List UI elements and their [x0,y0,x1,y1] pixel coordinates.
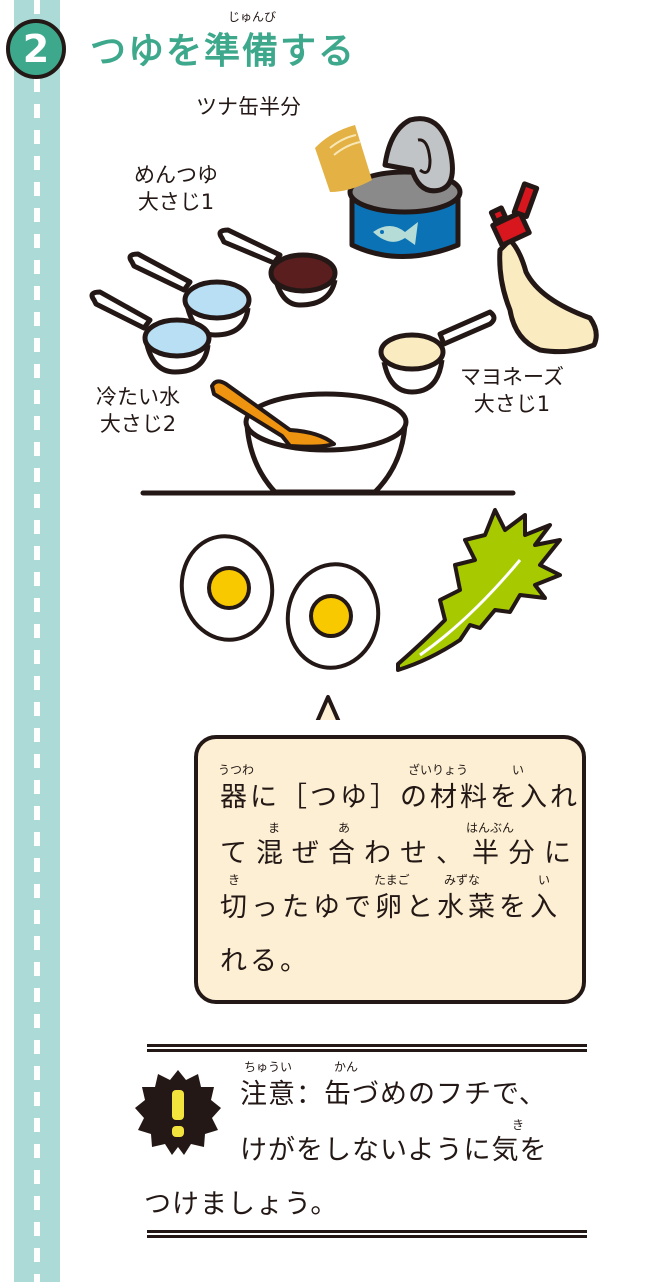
timeline-dashes [34,0,40,1282]
mayonnaise-bottle-icon [488,181,599,355]
divider-top [147,1044,587,1052]
exclamation-icon [135,1070,221,1155]
ruby: き [228,873,241,887]
divider-bottom [147,1230,587,1238]
instruction-line: 切ったゆで卵と水菜を入 [220,892,561,923]
label-line: 冷たい水 [96,385,180,409]
bubble-tail [315,695,341,720]
ruby: ま [268,821,281,835]
caution-line: 注意：缶づめのフチで、 [240,1079,547,1110]
label-line: マヨネーズ [460,365,564,389]
instruction-line: て混ぜ合わせ、半分に [220,838,580,869]
label-line: 大さじ1 [137,190,215,214]
ingredients-illustration [89,116,599,720]
ruby: い [538,873,551,887]
caution-line: つけましょう。 [144,1189,339,1220]
label-line: めんつゆ [134,163,218,187]
ruby: はんぶん [466,821,515,835]
ingredient-label-water: 冷たい水 大さじ2 [96,384,180,438]
step-number: 2 [22,27,50,71]
timeline-stripe [14,0,60,1282]
measuring-spoon-icon [378,309,497,395]
measuring-spoon-icon [217,227,338,308]
label-line: ツナ缶半分 [196,95,301,119]
tuna-chunk-icon [315,125,372,192]
boiled-egg-icon [179,534,381,670]
ingredient-label-mayo: マヨネーズ 大さじ1 [460,364,564,418]
ruby: ちゅうい [244,1060,293,1074]
measuring-spoon-icon [89,251,252,375]
ruby: い [512,763,525,777]
ruby: みずな [444,873,481,887]
ruby: たまご [374,873,410,887]
title-ruby: じゅんび [228,10,277,24]
instruction-bubble: うつわ ざいりょう い 器に［つゆ］の材料を入れ ま あ はんぶん て混ぜ合わせ… [194,735,586,1004]
step-number-badge: 2 [6,19,66,79]
label-line: 大さじ1 [473,392,551,416]
wooden-spoon-icon [210,379,336,449]
instruction-line: れる。 [220,946,310,977]
caution-line: けがをしないように気を [240,1135,548,1166]
ruby: かん [334,1060,359,1074]
ruby: うつわ [218,763,255,777]
instruction-line: 器に［つゆ］の材料を入れ [220,782,580,813]
ruby: き [512,1118,525,1132]
ruby: あ [338,821,351,835]
mizuna-leaf-icon [396,508,562,672]
ingredient-label-tuna: ツナ缶半分 [196,94,301,121]
label-line: 大さじ2 [99,412,177,436]
tuna-can-icon [347,116,463,259]
ingredient-label-mentsuyu: めんつゆ 大さじ1 [134,162,218,216]
ruby: ざいりょう [408,763,469,777]
step-title: つゆを準備する [90,31,357,72]
